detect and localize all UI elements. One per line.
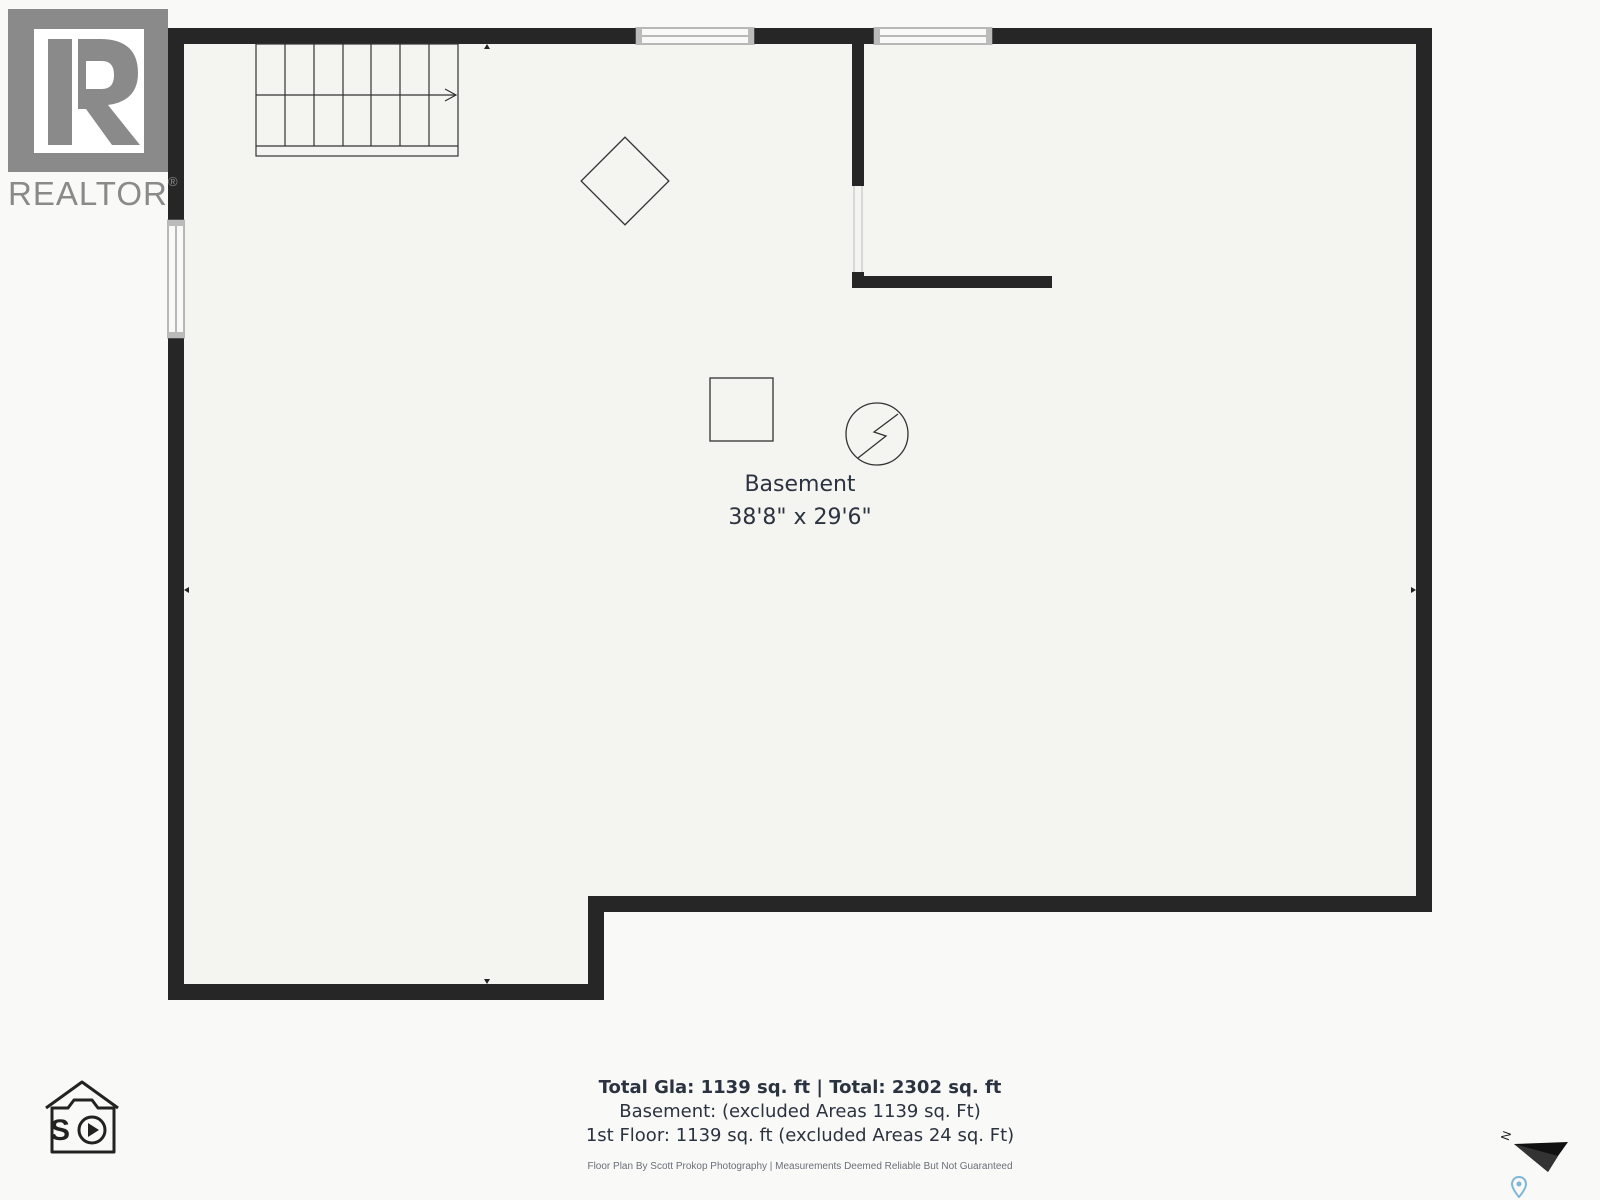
interior-wall [852, 36, 1052, 288]
map-pin-icon [1510, 1176, 1528, 1198]
room-name: Basement [744, 472, 856, 497]
first-floor-area-line: 1st Floor: 1139 sq. ft (excluded Areas 2… [585, 1125, 1015, 1146]
dimension-markers [184, 44, 1416, 984]
registered-mark: ® [168, 174, 178, 189]
realtor-logo-text: REALTOR [8, 175, 168, 212]
exterior-wall [168, 28, 1432, 1000]
furnace-icon [580, 136, 670, 226]
svg-text:S: S [50, 1114, 70, 1147]
basement-area-line: Basement: (excluded Areas 1139 sq. Ft) [619, 1101, 981, 1122]
realtor-logo-mark [8, 9, 168, 172]
electrical-panel-icon [845, 402, 909, 466]
total-area-line: Total Gla: 1139 sq. ft | Total: 2302 sq.… [598, 1077, 1002, 1098]
stairs-icon [255, 43, 459, 157]
window-top-left [635, 27, 755, 45]
window-left [167, 219, 185, 339]
credit-line: Floor Plan By Scott Prokop Photography |… [587, 1161, 1013, 1172]
north-label: N [1498, 1129, 1514, 1142]
room-dimensions: 38'8" x 29'6" [728, 505, 872, 530]
window-top-right [873, 27, 993, 45]
water-heater-icon [709, 377, 774, 442]
north-arrow-icon: N [1498, 1129, 1568, 1172]
basement-floor [176, 36, 1424, 992]
realtor-logo: REALTOR ® [8, 9, 178, 212]
photography-logo-icon: S [45, 1080, 119, 1154]
